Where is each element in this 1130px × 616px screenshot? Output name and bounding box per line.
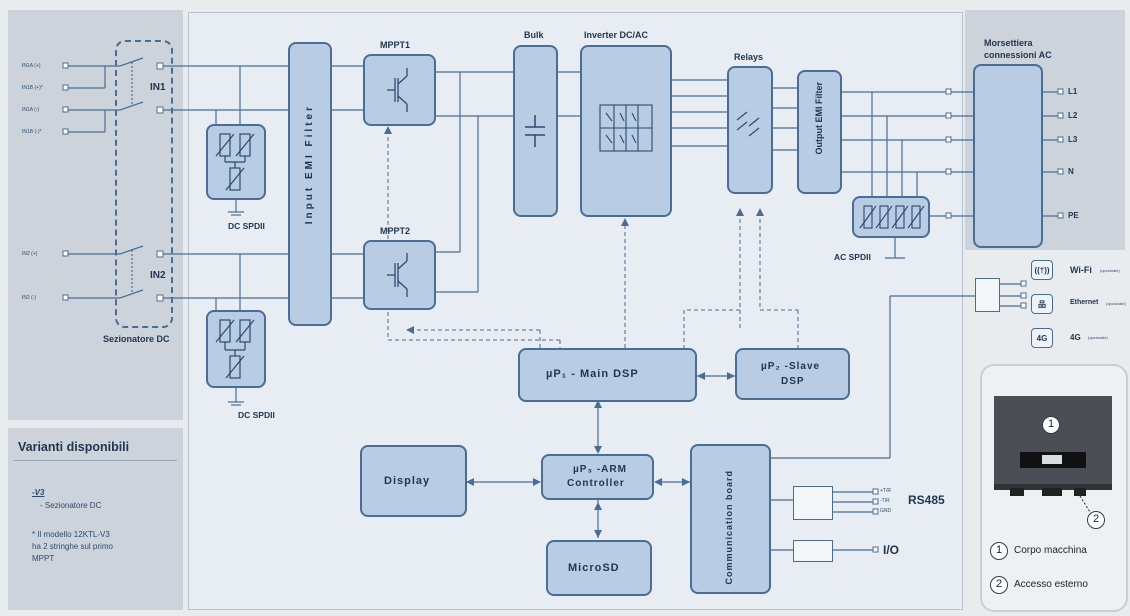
inverter-device-illustration [994,396,1112,513]
switch-in2-label: IN2 [150,270,166,281]
ac-spd-block [852,196,930,238]
ac-terminal-block [973,64,1043,248]
slave-dsp-label-line1: µP₂ -Slave [761,361,821,372]
variants-model: -V3 [32,488,45,497]
4g-note: (opzionale) [1088,335,1108,340]
mppt1-label: MPPT1 [380,40,411,50]
rs485-pin-1: +T/R [880,488,891,494]
mppt2-label: MPPT2 [380,226,411,236]
dc-spd-top-block [206,124,266,200]
variants-divider [14,460,177,461]
capacitor-icon [525,115,545,147]
communication-board-block: Communication board [690,444,771,594]
output-emi-filter-label: Output EMI Filter [814,82,824,155]
variants-note-line1: * Il modello 12KTL-V3 [32,530,110,539]
microsd-block: MicroSD [546,540,652,596]
inverter-bridge-icon [599,104,653,152]
relays-label: Relays [734,52,764,62]
input-in1b-plus: IN1B (+)* [22,85,43,91]
ac-terminal-title-line1: Morsettiera [984,38,1033,48]
switch-in1-label: IN1 [150,82,166,93]
legend-num-1: 1 [990,542,1008,560]
variants-title: Varianti disponibili [18,440,130,454]
wifi-icon: ((†)) [1031,260,1053,280]
ethernet-label: Ethernet [1070,299,1099,306]
relay-switch-icon [736,111,760,137]
ac-output-l1: L1 [1068,87,1078,96]
input-in1a-plus: IN1A (+) [22,63,41,69]
dc-disconnector-label: Sezionatore DC [103,334,170,344]
transistor-icon [387,253,408,297]
ethernet-icon: 品 [1031,294,1053,314]
relays-block [727,66,773,194]
device-callout-2: 2 [1087,511,1105,529]
device-legend-panel: 1 2 1 Corpo macchina 2 Accesso esterno [980,364,1128,612]
arm-controller-block: µP₃ -ARM Controller [541,454,654,500]
variants-panel [8,428,183,610]
input-in2-minus: IN2 (-) [22,295,37,301]
slave-dsp-label-line2: DSP [781,376,805,387]
bulk-label: Bulk [524,30,544,40]
legend-label-2: Accesso esterno [1014,579,1088,590]
ac-spd-label: AC SPDII [834,252,871,262]
inverter-block [580,45,672,217]
rs485-port-box [793,486,833,520]
output-emi-filter-block: Output EMI Filter [797,70,842,194]
legend-label-1: Corpo macchina [1014,545,1087,556]
connectivity-port-box [975,278,1000,312]
input-emi-filter-label: Input EMI Filter [304,104,315,225]
ac-output-pe: PE [1068,211,1079,220]
4g-label: 4G [1070,333,1081,342]
main-dsp-block: µP₁ - Main DSP [518,348,697,402]
communication-board-label: Communication board [724,470,734,585]
transistor-icon [387,68,408,112]
mppt1-block [363,54,436,126]
dc-input-panel [8,10,183,420]
wifi-label: Wi-Fi [1070,265,1092,275]
dc-spd-bottom-block [206,310,266,388]
legend-num-2: 2 [990,576,1008,594]
4g-icon: 4G [1031,328,1053,348]
input-in2-plus: IN2 (+) [22,251,38,257]
dc-spd-bottom-label: DC SPDII [238,410,275,420]
slave-dsp-block: µP₂ -Slave DSP [735,348,850,400]
variants-note-line3: MPPT [32,554,55,563]
rs485-label: RS485 [908,493,945,507]
ac-output-l2: L2 [1068,111,1078,120]
varistor-icon [859,205,925,229]
arm-label-line2: Controller [567,478,625,489]
ac-terminal-title-line2: connessioni AC [984,50,1052,60]
input-in1b-minus: IN1B (-)* [22,129,42,135]
display-label: Display [384,475,431,487]
variants-model-desc: - Sezionatore DC [40,501,102,510]
varistor-icon [215,133,255,191]
microsd-label: MicroSD [568,562,620,574]
ethernet-note: (opzionale) [1106,301,1126,306]
varistor-icon [215,319,255,379]
wifi-note: (opzionale) [1100,268,1120,273]
rs485-pin-2: -T/R [880,498,890,504]
device-callout-1: 1 [1042,416,1060,434]
inverter-label: Inverter DC/AC [584,30,649,40]
bulk-block [513,45,558,217]
dc-disconnector-frame [115,40,173,328]
arm-label-line1: µP₃ -ARM [573,464,627,475]
ac-output-n: N [1068,167,1074,176]
io-label: I/O [883,543,900,557]
rs485-pin-3: GND [880,508,892,514]
input-emi-filter-block: Input EMI Filter [288,42,332,326]
input-in1a-minus: IN1A (-) [22,107,40,113]
mppt2-block [363,240,436,310]
display-block: Display [360,445,467,517]
dc-spd-top-label: DC SPDII [228,221,265,231]
io-port-box [793,540,833,562]
ac-output-l3: L3 [1068,135,1078,144]
main-dsp-label: µP₁ - Main DSP [546,368,639,380]
variants-note-line2: ha 2 stringhe sul primo [32,542,113,551]
